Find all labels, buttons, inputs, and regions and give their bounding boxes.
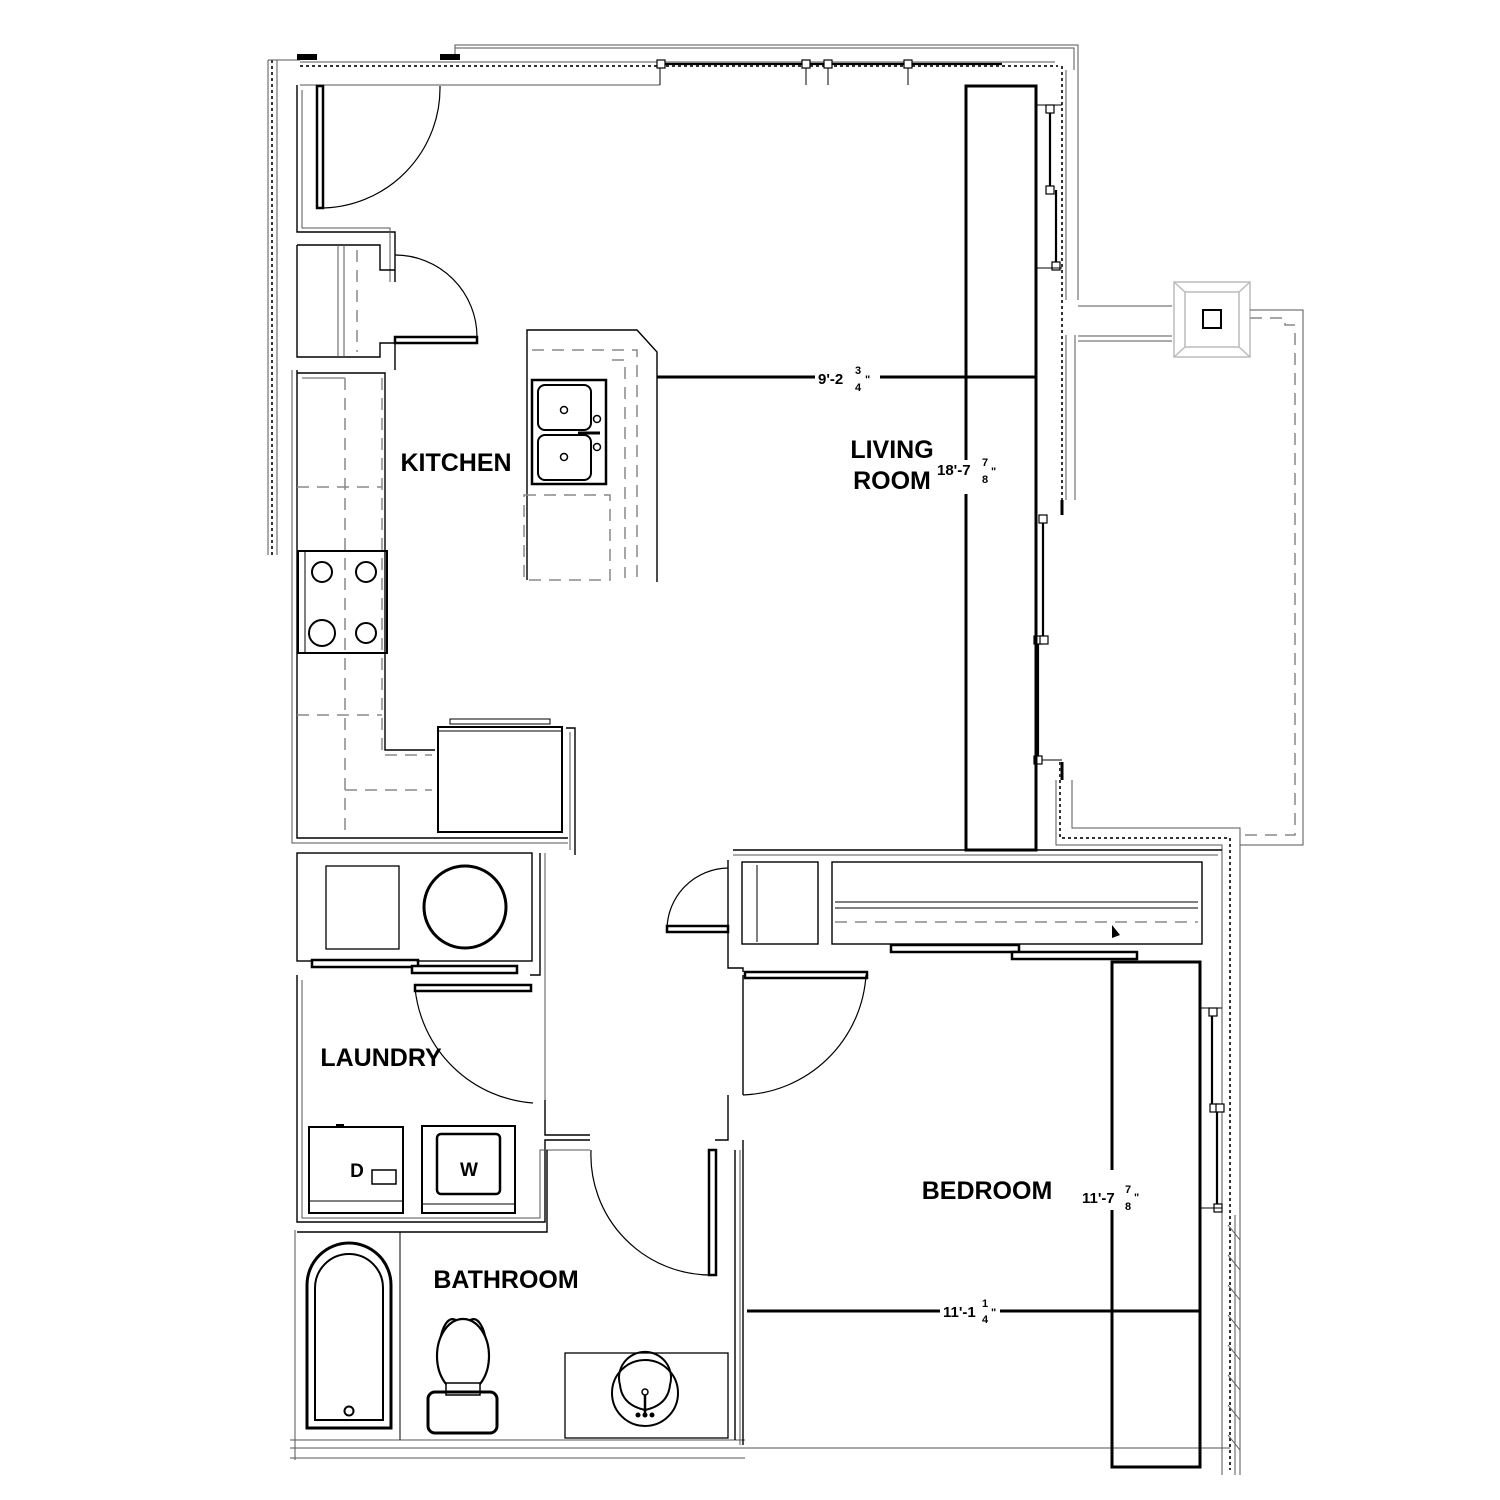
svg-text:8: 8	[1125, 1201, 1131, 1213]
svg-text:18'-7: 18'-7	[937, 462, 971, 479]
washer: W	[421, 1125, 516, 1214]
svg-text:4: 4	[982, 1314, 989, 1326]
svg-text:": "	[865, 374, 870, 386]
entry-door	[315, 84, 325, 210]
room-label-living-1: LIVING	[850, 436, 933, 464]
room-label-bedroom: BEDROOM	[922, 1177, 1053, 1205]
dim-living-width: 9'-2 3 4 "	[815, 365, 880, 394]
svg-text:": "	[991, 466, 996, 478]
svg-text:3: 3	[855, 365, 861, 377]
svg-text:9'-2: 9'-2	[818, 371, 843, 388]
dimension-labels: 9'-2 3 4 " 18'-7 7 8 " 11'-7 7 8 " 11'-1…	[815, 365, 1142, 1326]
balcony	[1078, 281, 1304, 846]
refrigerator	[437, 718, 563, 833]
bathtub	[305, 1241, 393, 1430]
dryer-label: D	[350, 1161, 364, 1182]
water-heater	[325, 864, 508, 950]
svg-text:7: 7	[1125, 1184, 1131, 1196]
toilet	[426, 1317, 499, 1435]
dim-living-length: 18'-7 7 8 "	[935, 457, 1025, 494]
room-label-laundry: LAUNDRY	[320, 1044, 442, 1072]
fixtures: D W	[297, 329, 729, 1439]
svg-text:": "	[991, 1307, 996, 1319]
svg-text:8: 8	[982, 474, 988, 486]
svg-text:1: 1	[982, 1298, 988, 1310]
room-label-bathroom: BATHROOM	[433, 1266, 578, 1294]
room-label-kitchen: KITCHEN	[400, 449, 511, 477]
exterior-walls	[267, 44, 1241, 1475]
stove	[297, 550, 388, 654]
room-labels: KITCHEN LIVING ROOM LAUNDRY BATHROOM BED…	[320, 436, 1052, 1294]
dim-bedroom-width: 11'-1 1 4 "	[940, 1298, 1000, 1326]
svg-text:7: 7	[982, 457, 988, 469]
kitchen-island	[523, 329, 658, 582]
room-label-living-2: ROOM	[853, 467, 931, 495]
vanity-sink	[564, 1350, 729, 1439]
interior-walls	[291, 85, 1222, 1445]
doors	[310, 84, 1139, 1277]
dimension-lines	[657, 84, 1202, 1469]
svg-text:11'-7: 11'-7	[1082, 1190, 1115, 1207]
svg-text:11'-1: 11'-1	[943, 1304, 976, 1321]
dryer: D	[308, 1124, 404, 1214]
dim-bedroom-length: 11'-7 7 8 "	[1080, 1180, 1142, 1213]
svg-text:4: 4	[855, 382, 862, 394]
washer-label: W	[460, 1160, 478, 1181]
svg-text:": "	[1134, 1192, 1139, 1204]
